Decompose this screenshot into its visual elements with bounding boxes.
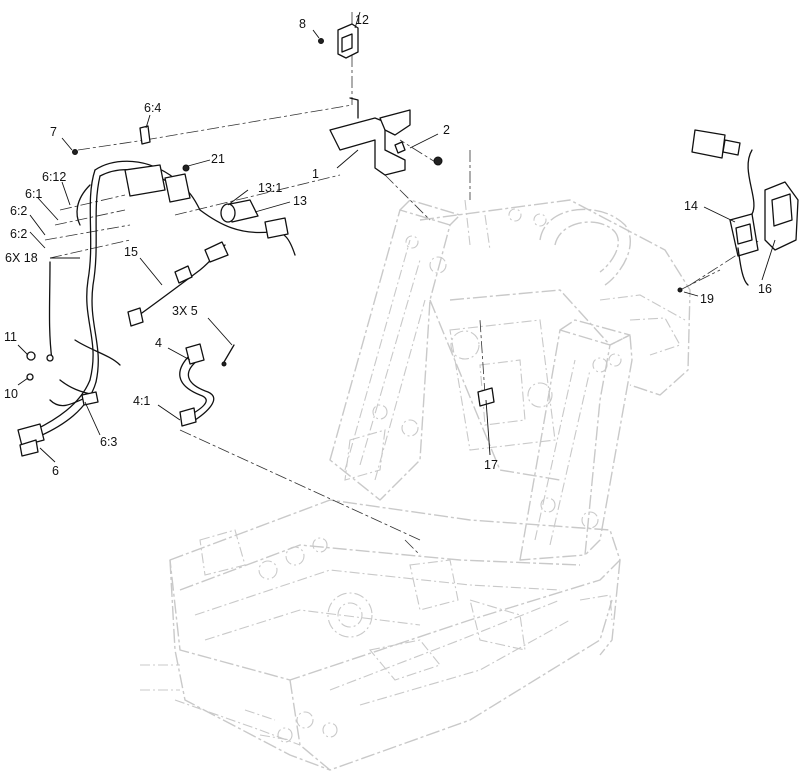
assembly-guide-lines <box>44 12 761 556</box>
callout-17: 17 <box>484 458 498 472</box>
callout-6-3: 6:3 <box>100 435 117 449</box>
callout-4: 4 <box>155 336 162 350</box>
callout-6-2-a: 6:2 <box>10 204 27 218</box>
callout-4-1: 4:1 <box>133 394 150 408</box>
fastener-icon <box>26 149 683 407</box>
callout-15: 15 <box>124 245 138 259</box>
callout-10: 10 <box>4 387 18 401</box>
cable-icon <box>127 241 229 327</box>
leader-lines <box>17 11 776 463</box>
control-module-icon <box>691 129 759 286</box>
callout-11: 11 <box>4 330 17 344</box>
callout-6-2-b: 6:2 <box>10 227 27 241</box>
mounting-bracket-icon <box>318 23 359 59</box>
callout-19: 19 <box>700 292 714 306</box>
callout-8: 8 <box>299 17 306 31</box>
callout-13: 13 <box>293 194 307 208</box>
callout-labels: 12 8 1 2 7 6:4 21 13:1 13 6:12 6:1 6:2 6… <box>4 13 772 478</box>
callout-2: 2 <box>443 123 450 137</box>
callout-1: 1 <box>312 167 319 181</box>
callout-3x-5: 3X 5 <box>172 304 198 318</box>
callout-6-12: 6:12 <box>42 170 66 184</box>
frame-outline-icon <box>140 199 691 771</box>
cover-icon <box>764 181 799 251</box>
callout-6-4: 6:4 <box>144 101 161 115</box>
callout-16: 16 <box>758 282 772 296</box>
sensor-icon <box>220 199 259 223</box>
callout-14: 14 <box>684 199 698 213</box>
callout-7: 7 <box>50 125 57 139</box>
callout-6-1: 6:1 <box>25 187 42 201</box>
callout-6x-18: 6X 18 <box>5 251 38 265</box>
callout-21: 21 <box>211 152 225 166</box>
wire-harness-icon <box>17 125 296 457</box>
callout-6: 6 <box>52 464 59 478</box>
control-bracket-icon <box>329 97 411 176</box>
callout-12: 12 <box>355 13 369 27</box>
callout-13-1: 13:1 <box>258 181 282 195</box>
cable-icon <box>179 343 235 427</box>
